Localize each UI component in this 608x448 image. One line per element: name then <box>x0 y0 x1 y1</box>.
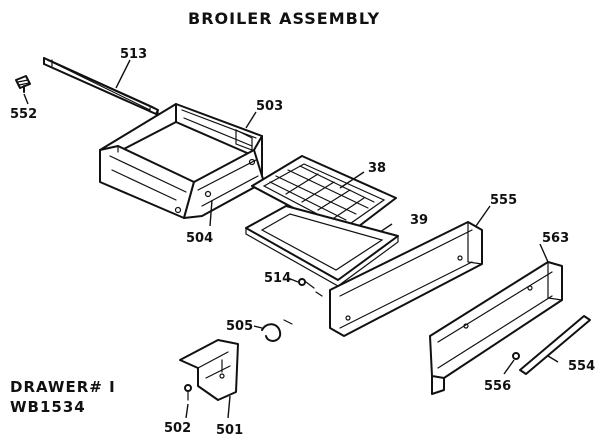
model-number: WB1534 <box>10 398 86 416</box>
label-505: 505 <box>226 319 253 334</box>
slide-rail <box>43 57 159 115</box>
diagram-title: BROILER ASSEMBLY <box>188 9 380 28</box>
label-513: 513 <box>120 47 147 62</box>
fastener-514 <box>298 278 323 297</box>
drawer-front-555 <box>329 221 483 337</box>
label-39: 39 <box>410 213 428 228</box>
spring-505 <box>261 319 293 342</box>
label-555: 555 <box>490 193 517 208</box>
label-504: 504 <box>186 231 213 246</box>
screw-552 <box>15 75 31 93</box>
label-514: 514 <box>264 271 291 286</box>
broiler-drawer-body <box>99 103 265 219</box>
label-502: 502 <box>164 421 191 436</box>
label-501: 501 <box>216 423 243 438</box>
label-563: 563 <box>542 231 569 246</box>
fastener-556 <box>512 352 520 360</box>
label-38: 38 <box>368 161 386 176</box>
bracket-501 <box>179 339 239 401</box>
part-labels: 513 552 503 504 38 39 555 514 563 505 55… <box>10 47 595 438</box>
leader-lines <box>23 59 559 419</box>
screw-502 <box>184 384 192 401</box>
rod-554 <box>519 315 591 375</box>
drawer-label: DRAWER# I <box>10 378 116 396</box>
label-554: 554 <box>568 359 595 374</box>
outer-panel-563 <box>429 261 563 395</box>
label-552: 552 <box>10 107 37 122</box>
label-503: 503 <box>256 99 283 114</box>
label-556: 556 <box>484 379 511 394</box>
